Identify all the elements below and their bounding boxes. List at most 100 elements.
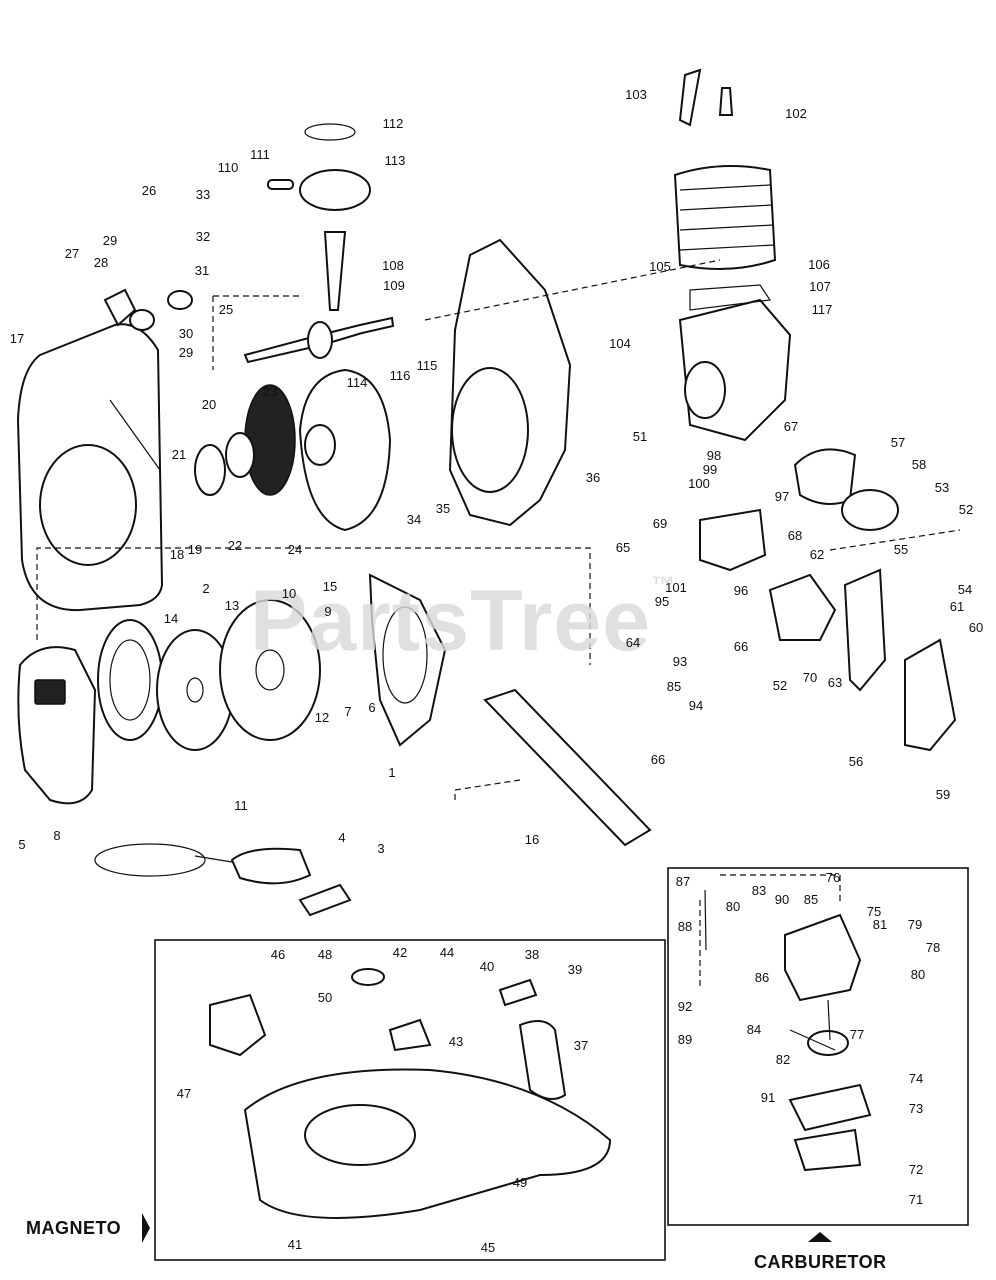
carburetor-section-label: CARBURETOR [754, 1252, 887, 1272]
part-label: 47 [176, 1086, 192, 1101]
part-label: 65 [615, 540, 631, 555]
part-label: 42 [392, 945, 408, 960]
part-label: 53 [934, 480, 950, 495]
part-label: 37 [573, 1038, 589, 1053]
part-label: 34 [406, 512, 422, 527]
part-label: 16 [524, 832, 540, 847]
part-label: 97 [774, 489, 790, 504]
part-label: 82 [775, 1052, 791, 1067]
part-label: 62 [809, 547, 825, 562]
part-label: 112 [382, 116, 404, 131]
magneto-parts [209, 968, 612, 1219]
part-label: 6 [368, 700, 376, 715]
part-label: 1 [388, 765, 396, 780]
part-label: 78 [925, 940, 941, 955]
part-label: 31 [194, 263, 210, 278]
part-label: 58 [911, 457, 927, 472]
part-label: 102 [785, 106, 807, 121]
part-label: 73 [908, 1101, 924, 1116]
part-label: 117 [811, 302, 833, 317]
part-label: 74 [908, 1071, 924, 1086]
part-label: 30 [178, 326, 194, 341]
part-label: 29 [102, 233, 118, 248]
part-label: 23 [262, 384, 278, 399]
part-label: 95 [654, 594, 670, 609]
part-label: 11 [234, 798, 248, 813]
part-label: 93 [672, 654, 688, 669]
part-label: 52 [772, 678, 788, 693]
carburetor-inset-frame [667, 867, 969, 1226]
part-label: 107 [809, 279, 831, 294]
part-label: 4 [338, 830, 346, 845]
part-label: 55 [893, 542, 909, 557]
part-label: 100 [688, 476, 710, 491]
part-label: 86 [754, 970, 770, 985]
part-label: 40 [479, 959, 495, 974]
part-label: 77 [849, 1027, 865, 1042]
part-label: 115 [416, 358, 438, 373]
starter-cover [17, 646, 97, 805]
part-label: 32 [195, 229, 211, 244]
part-label: 46 [270, 947, 286, 962]
part-label: 49 [512, 1175, 528, 1190]
part-label: 24 [287, 542, 303, 557]
part-label: 35 [435, 501, 451, 516]
carburetor-mount [699, 508, 837, 641]
part-label: 36 [585, 470, 601, 485]
part-label: 94 [688, 698, 704, 713]
part-label: 26 [141, 183, 157, 198]
part-label: 68 [787, 528, 803, 543]
governor-assembly [103, 288, 193, 331]
part-label: 70 [802, 670, 818, 685]
part-label: 105 [649, 259, 671, 274]
part-label: 14 [163, 611, 179, 626]
part-label: 13 [224, 598, 240, 613]
magneto-arrow-icon [142, 1213, 150, 1243]
part-label: 76 [825, 870, 841, 885]
starter-rope [94, 843, 352, 917]
part-label: 90 [774, 892, 790, 907]
part-label: 111 [250, 147, 270, 162]
part-label: 98 [706, 448, 722, 463]
part-label: 113 [384, 153, 406, 168]
rewind-spring [97, 619, 163, 741]
carburetor-arrow-icon [808, 1232, 832, 1242]
part-label: 54 [957, 582, 973, 597]
part-label: 75 [866, 904, 882, 919]
part-label: 110 [217, 160, 239, 175]
part-label: 80 [910, 967, 926, 982]
part-label: 7 [344, 704, 352, 719]
part-label: 67 [783, 419, 799, 434]
flywheel [194, 368, 392, 532]
part-label: 109 [383, 278, 405, 293]
part-label: 51 [632, 429, 648, 444]
part-label: 103 [625, 87, 647, 102]
part-label: 84 [746, 1022, 762, 1037]
part-label: 83 [751, 883, 767, 898]
part-label: 88 [677, 919, 693, 934]
part-label: 41 [287, 1237, 303, 1252]
part-label: 104 [609, 336, 631, 351]
part-label: 44 [439, 945, 455, 960]
part-label: 59 [935, 787, 951, 802]
part-label: 66 [733, 639, 749, 654]
crankcase [678, 284, 792, 442]
part-label: 96 [733, 583, 749, 598]
part-label: 22 [227, 538, 243, 553]
part-label: 57 [890, 435, 906, 450]
part-label: 8 [53, 828, 61, 843]
part-label: 66 [650, 752, 666, 767]
part-label: 27 [64, 246, 80, 261]
part-label: 101 [665, 580, 687, 595]
fan-housing [16, 323, 164, 612]
part-label: 52 [958, 502, 974, 517]
air-cleaner [793, 448, 899, 531]
part-label: 18 [169, 547, 185, 562]
part-label: 25 [218, 302, 234, 317]
part-label: 87 [675, 874, 691, 889]
part-label: 15 [322, 579, 338, 594]
bracket-plate [843, 568, 957, 752]
part-label: 50 [317, 990, 333, 1005]
part-label: 17 [9, 331, 25, 346]
